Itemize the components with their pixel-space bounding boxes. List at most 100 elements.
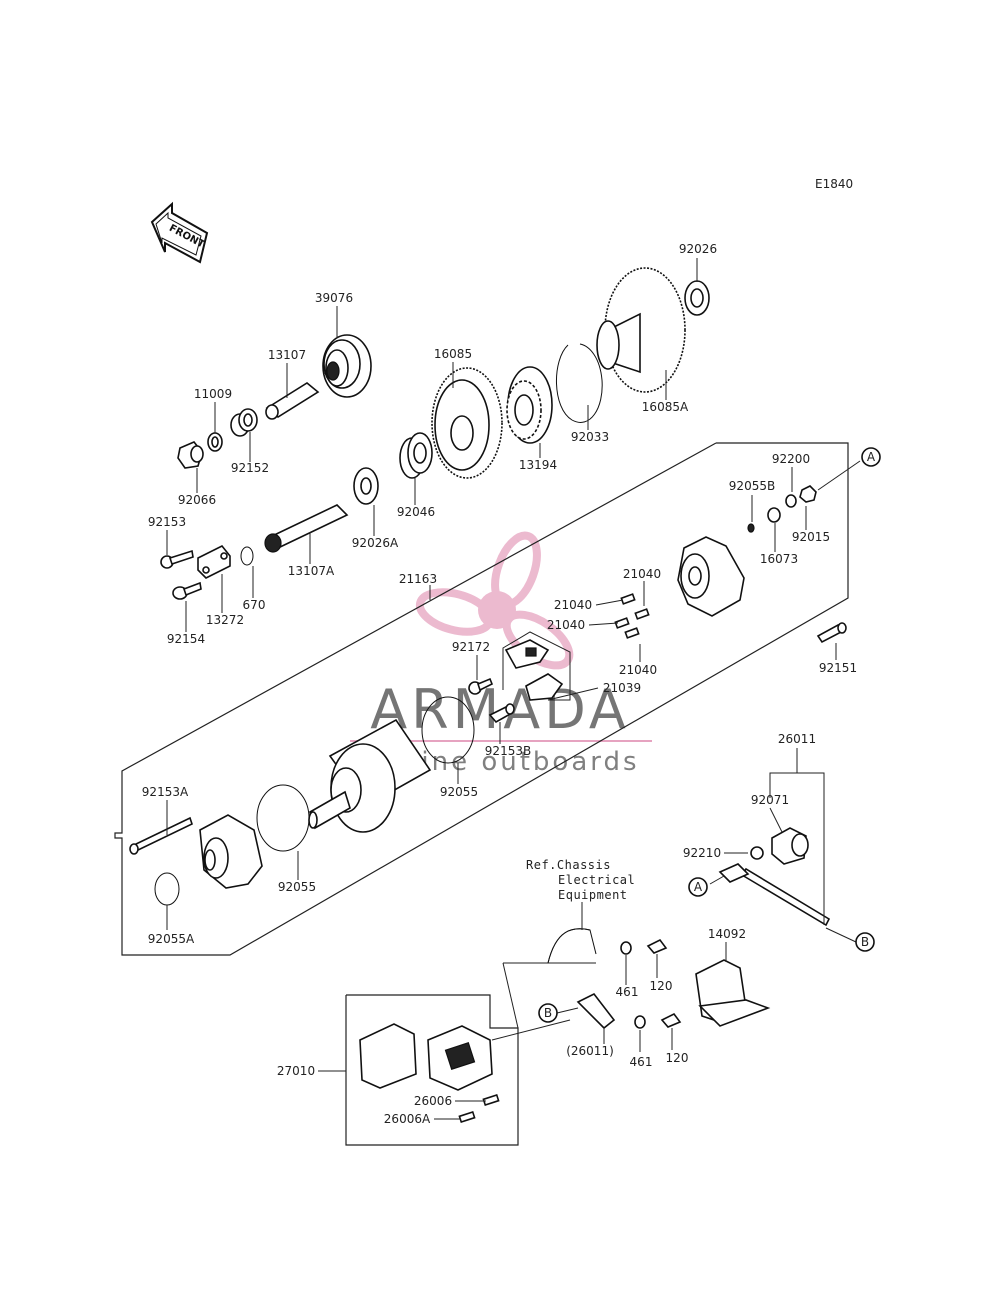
svg-text:A: A [694,880,703,894]
callout-b-left: B [538,1003,558,1023]
o-ring-92055-upper [421,696,475,764]
part-label: 13107A [288,564,335,578]
part-label: 26011 [778,732,816,746]
shaft-13107A [264,504,349,553]
part-label: 92152 [231,461,269,475]
fuses-26006 [458,1093,500,1124]
part-label: 21040 [623,567,661,581]
part-label: 92071 [751,793,789,807]
gear-39076 [322,334,372,398]
hardware-461-120 [620,938,682,1029]
long-bolt-92153A [129,816,193,855]
part-label: 461 [630,1055,653,1069]
part-label: (26011) [566,1044,614,1058]
needle-bearing-92046 [399,432,433,479]
brush-holder-21039 [504,639,564,701]
part-label: 13272 [206,613,244,627]
part-label: 21040 [619,663,657,677]
part-label: 13194 [519,458,557,472]
part-label: 92055 [278,880,316,894]
part-label: 21040 [554,598,592,612]
bolt-92151 [816,622,847,644]
o-ring-670 [240,546,254,566]
part-label: 92026A [352,536,399,550]
svg-text:A: A [867,450,876,464]
relay-cover-14092 [695,959,771,1027]
bracket-cover [677,536,745,617]
ref-cable [547,928,597,964]
svg-text:B: B [544,1006,552,1020]
screw-92153B [488,703,515,724]
part-label: 27010 [277,1064,315,1078]
part-label: 26006 [414,1094,452,1108]
part-label: 670 [243,598,266,612]
bolt-92153 [160,549,194,569]
part-label: 16073 [760,552,798,566]
end-cover [199,814,263,889]
part-label: 92046 [397,505,435,519]
washer-11009 [207,432,223,452]
part-label: 16085 [434,347,472,361]
part-label: 92210 [683,846,721,860]
part-label: 92015 [792,530,830,544]
part-label: 92153B [485,744,531,758]
o-ring-92055A [154,872,180,906]
shaft-13107 [265,382,320,420]
part-labels: 92026 39076 13107 16085 11009 16085A 920… [142,242,857,1126]
callout-b-right: B [855,932,875,952]
ref-line-1: Ref.Chassis [526,858,611,872]
part-label: 92055 [440,785,478,799]
screw-92172 [468,677,494,695]
front-arrow-icon: FRONT [150,201,209,264]
watermark-brand: ARMADA [370,678,630,741]
washer-92026A [353,467,379,505]
part-label: 21039 [603,681,641,695]
part-label: 92154 [167,632,205,646]
small-hardware-upper-right [747,485,817,533]
svg-text:B: B [861,935,869,949]
callout-a-bottom: A [688,877,708,897]
part-label: 11009 [194,387,232,401]
motor-yoke [308,718,432,833]
part-label: 92153 [148,515,186,529]
part-label: 92055A [148,932,195,946]
part-label: 13107 [268,348,306,362]
cable-26011 [718,827,831,927]
gear-16085A [596,267,686,393]
part-label: 92033 [571,430,609,444]
part-label: 92153A [142,785,189,799]
ref-line-2: Electrical [558,873,635,887]
bushing-92152 [230,408,258,437]
terminal-b [576,992,616,1030]
part-label: 120 [650,979,673,993]
diagram-code: E1840 [815,177,853,191]
leader-lines [166,258,861,1120]
gear-16085 [431,367,503,479]
part-label: 92151 [819,661,857,675]
part-label: 21040 [547,618,585,632]
callout-a-top: A [861,447,881,467]
relay-27010 [359,1023,493,1091]
part-label: 92200 [772,452,810,466]
part-label: 92055B [729,479,775,493]
part-label: 92066 [178,493,216,507]
springs-21040 [614,593,650,639]
clutch-13194 [506,366,553,444]
part-label: 92026 [679,242,717,256]
bearing-92026 [684,280,710,316]
part-label: 26006A [384,1112,431,1126]
bracket-13272 [197,544,231,579]
circlip-92033 [556,343,603,423]
o-ring-92055-lower [256,784,310,852]
part-label: 92172 [452,640,490,654]
part-label: 461 [616,985,639,999]
part-label: 21163 [399,572,437,586]
part-label: 16085A [642,400,689,414]
ref-chassis-note: Ref.Chassis Electrical Equipment [526,858,635,902]
part-label: 120 [666,1051,689,1065]
part-label: 39076 [315,291,353,305]
ref-line-3: Equipment [558,888,628,902]
plug-92066 [177,441,204,469]
starter-assembly-frame [114,442,849,956]
